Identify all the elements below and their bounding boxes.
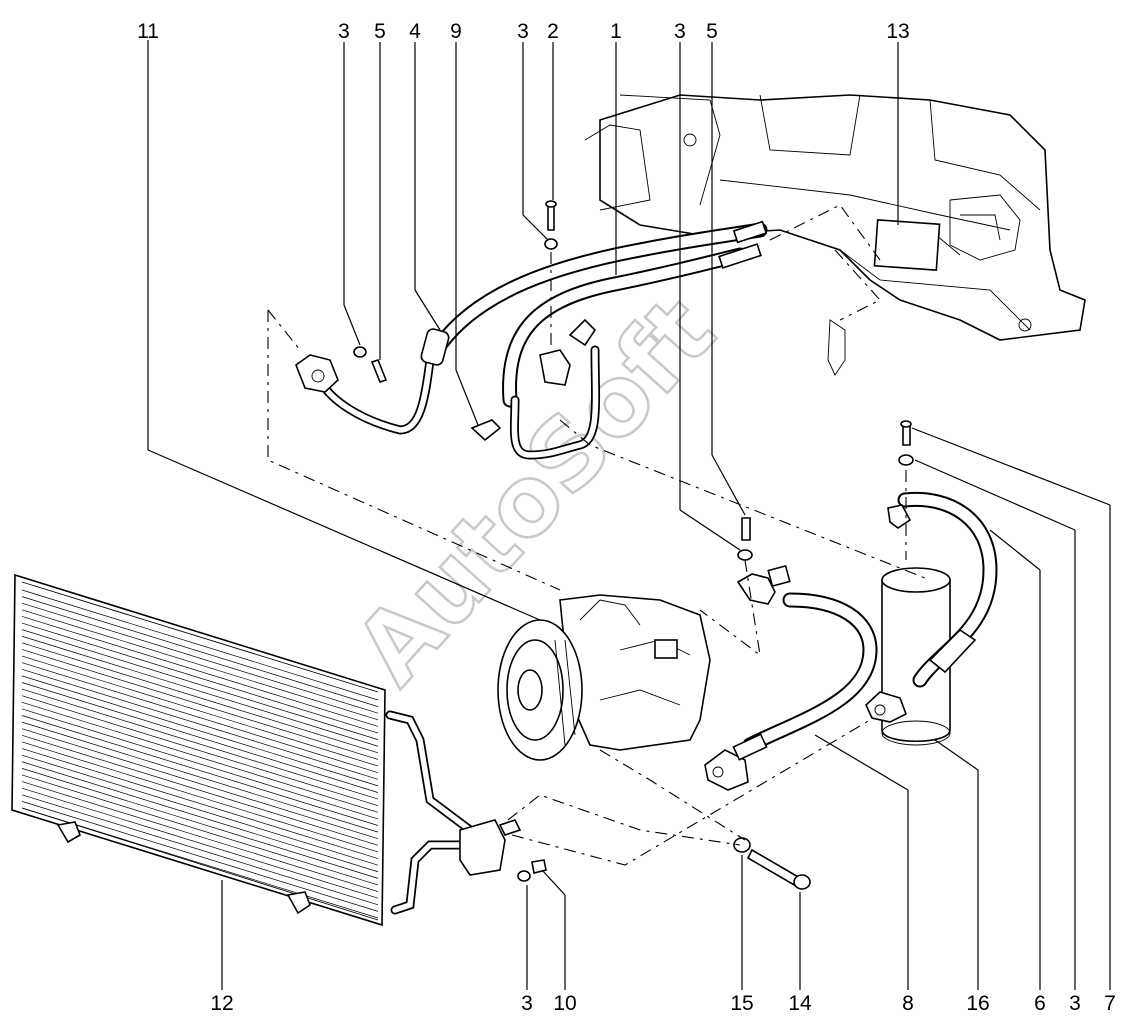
- condenser-fin-line: [21, 596, 379, 707]
- condenser-fin-line: [21, 622, 379, 734]
- callout-9: 9: [450, 20, 462, 43]
- condenser-fin-line: [21, 754, 379, 866]
- callout-12: 12: [210, 992, 233, 1015]
- callout-3: 3: [674, 20, 686, 43]
- condenser-fin-line: [21, 748, 379, 859]
- callout-14: 14: [788, 992, 812, 1015]
- condenser-fin-line: [21, 635, 379, 747]
- callout-16: 16: [966, 992, 989, 1015]
- condenser-fin-line: [21, 721, 379, 833]
- condenser-fin-line: [21, 781, 379, 892]
- pressure-switch-block: [539, 349, 571, 386]
- condenser-fin-line: [21, 682, 379, 793]
- callout-3: 3: [517, 20, 529, 43]
- condenser-fin-line: [21, 774, 379, 886]
- condenser-fin-line: [21, 662, 379, 774]
- callout-11: 11: [137, 20, 159, 43]
- condenser-fin-line: [21, 801, 379, 912]
- compressor: [497, 594, 711, 761]
- condenser-fin-line: [21, 688, 379, 800]
- condenser-fin-line: [21, 728, 379, 840]
- callout-3: 3: [1069, 992, 1081, 1015]
- condenser-fin-line: [21, 668, 379, 780]
- condenser-fin-line: [21, 589, 379, 701]
- callout-2: 2: [547, 20, 559, 43]
- hardware-upper: [353, 200, 914, 561]
- condenser: [11, 573, 547, 927]
- callout-15: 15: [730, 992, 753, 1015]
- condenser-fin-line: [21, 616, 379, 727]
- hose-assembly-upper: [295, 220, 768, 460]
- condenser-fin-line: [21, 602, 379, 714]
- condenser-fin-line: [21, 642, 379, 754]
- connection-guides: [267, 204, 931, 866]
- callout-6: 6: [1034, 992, 1046, 1015]
- connector-block-left: [295, 354, 339, 393]
- callout-labels: 11 3 5 4 9 3 2 1 3 5 13 12 3 10 15 14 8 …: [137, 20, 1116, 1015]
- callout-8: 8: [902, 992, 914, 1015]
- condenser-fin-line: [21, 649, 379, 760]
- condenser-fin-line: [21, 715, 379, 826]
- condenser-fin-line: [21, 708, 379, 820]
- clip-9: [470, 419, 502, 442]
- callout-4: 4: [409, 20, 421, 43]
- condenser-fin-line: [21, 655, 379, 767]
- condenser-fin-line: [21, 741, 379, 853]
- condenser-fin-line: [21, 807, 379, 919]
- callout-5: 5: [374, 20, 386, 43]
- callout-13: 13: [886, 20, 909, 43]
- condenser-fin-line: [21, 675, 379, 787]
- condenser-fin-line: [21, 787, 379, 899]
- discharge-hose: [704, 564, 878, 791]
- condenser-fin-line: [21, 629, 379, 740]
- condenser-fin-line: [21, 734, 379, 846]
- receiver-drier: [865, 491, 998, 746]
- callout-5: 5: [706, 20, 718, 43]
- condenser-fin-line: [21, 761, 379, 873]
- condenser-fin-line: [21, 701, 379, 813]
- callout-3: 3: [521, 992, 533, 1015]
- condenser-connector: [459, 819, 506, 876]
- callout-7: 7: [1104, 992, 1116, 1015]
- condenser-fin-line: [21, 609, 379, 721]
- bracket-plate: [873, 219, 941, 271]
- callout-1: 1: [610, 20, 622, 43]
- callout-3: 3: [338, 20, 350, 43]
- bolt-and-washer-lower: [733, 837, 811, 890]
- leader-lines: [147, 40, 1111, 990]
- condenser-fin-line: [21, 695, 379, 807]
- condenser-fin-line: [21, 794, 379, 906]
- callout-10: 10: [553, 992, 576, 1015]
- condenser-fin-line: [21, 768, 379, 879]
